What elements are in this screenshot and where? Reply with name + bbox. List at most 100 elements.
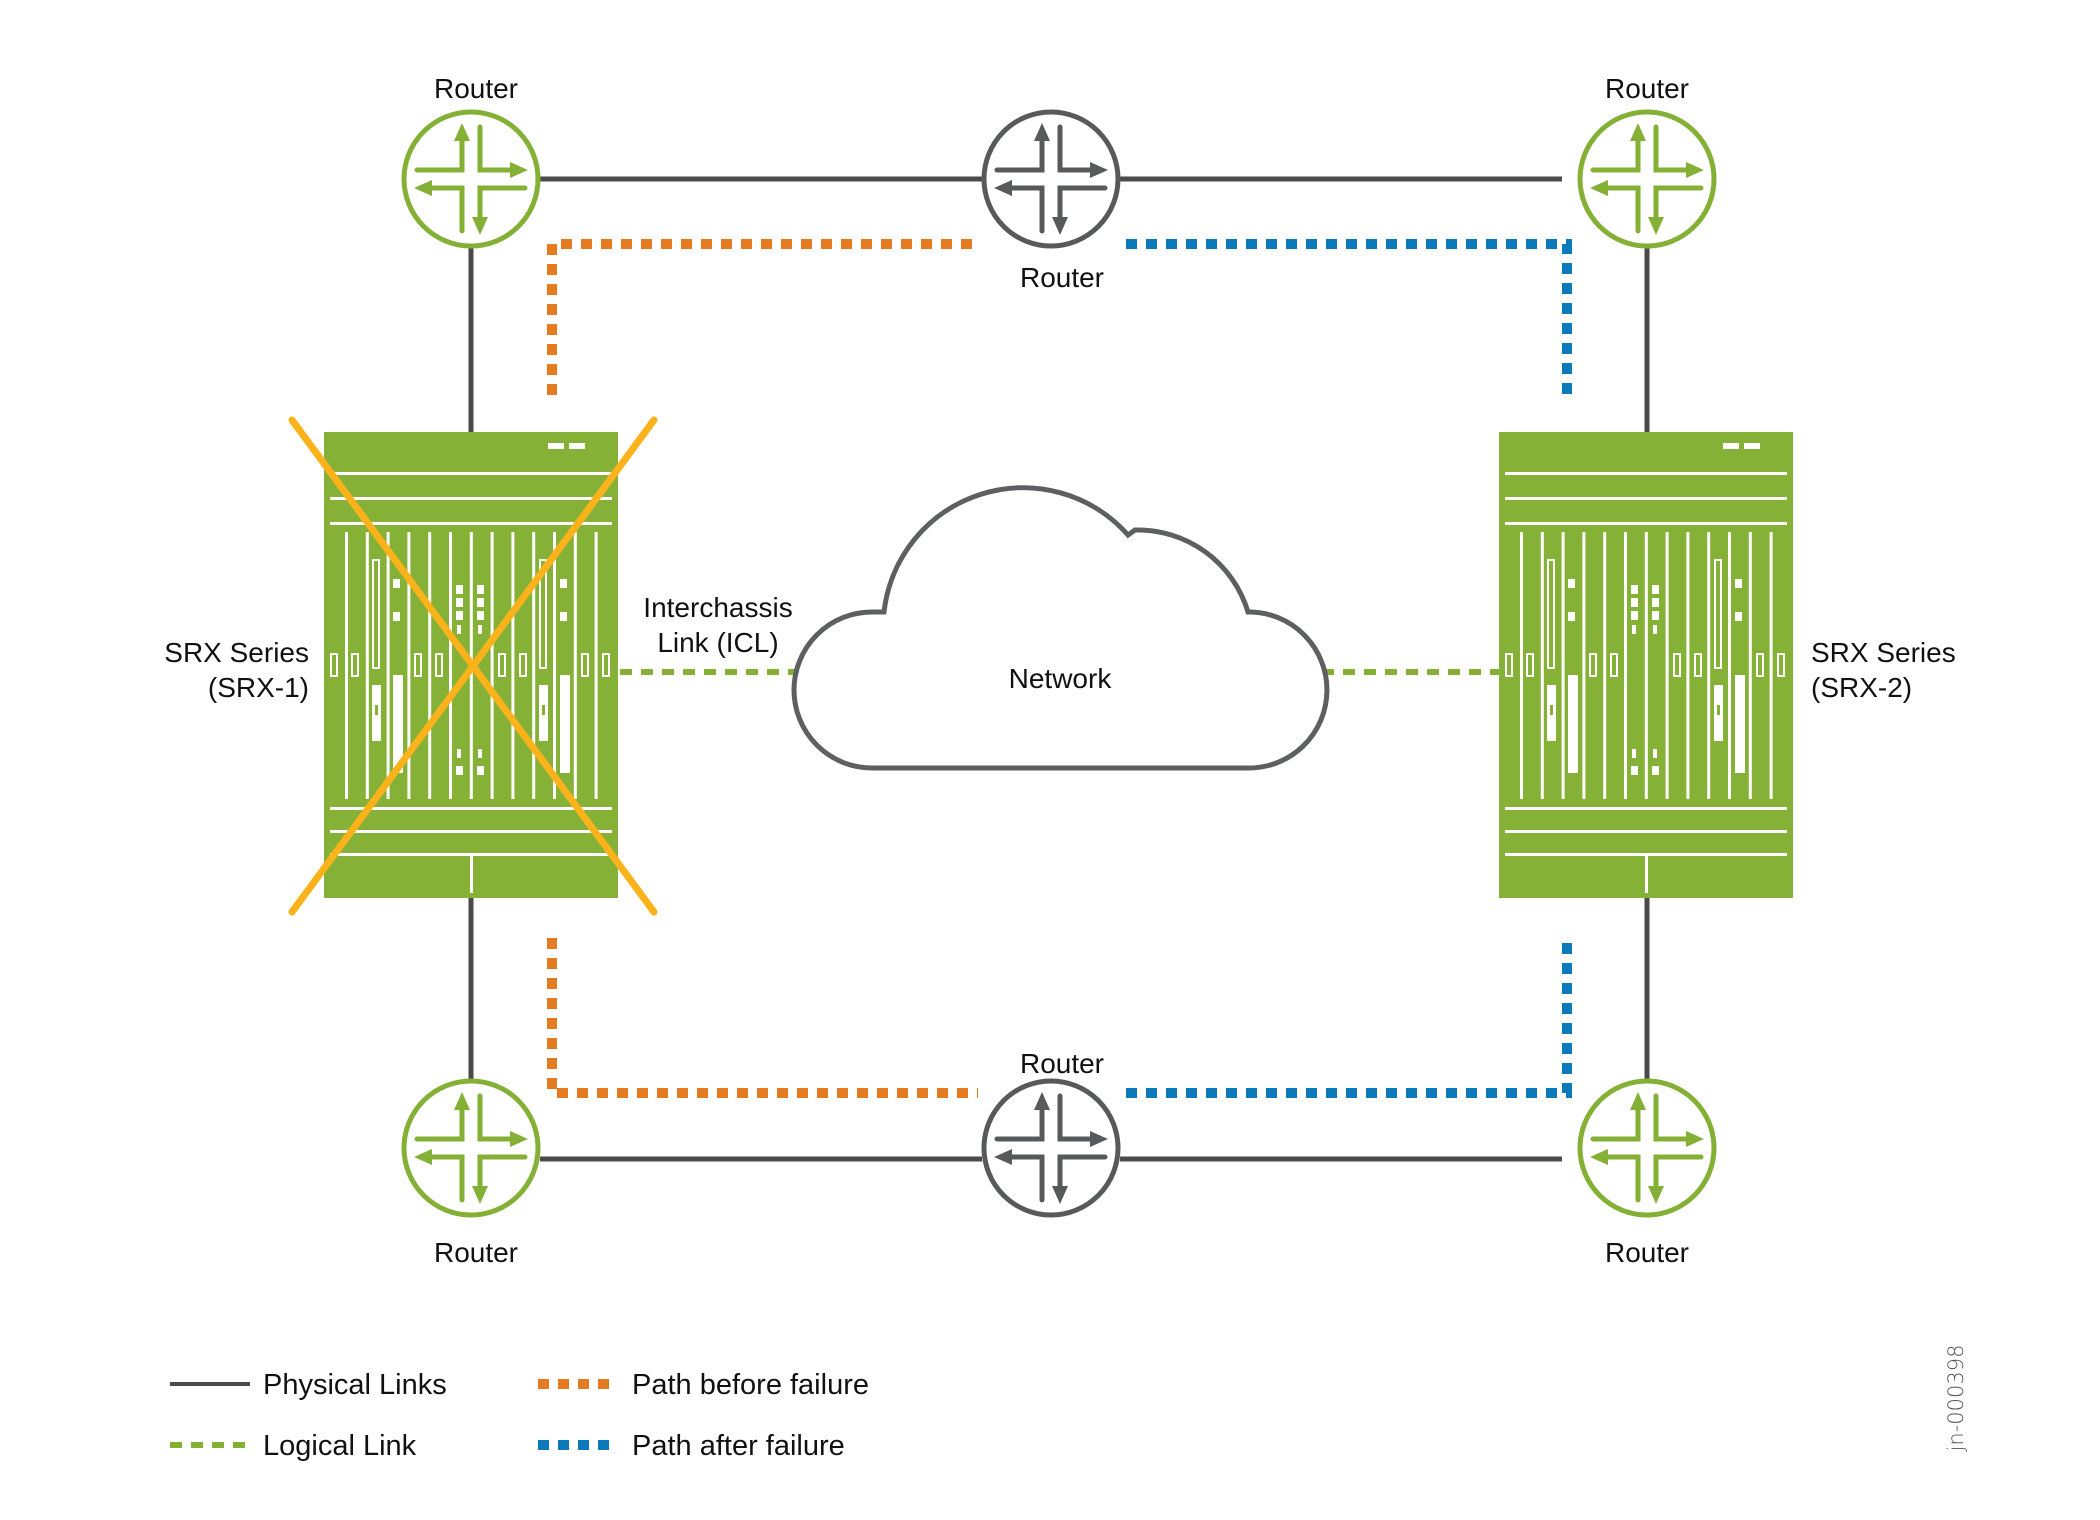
arrow-up (414, 1105, 465, 1142)
arrow-down (1653, 1154, 1704, 1191)
indicator (477, 598, 484, 607)
arrow-right (1653, 124, 1696, 173)
arrow-right (1057, 124, 1100, 173)
cloud-icon: Network (791, 485, 1330, 771)
indicator (1631, 766, 1638, 775)
arrowhead-left (994, 180, 1012, 196)
chassis-rail (1505, 807, 1787, 810)
indicator (1652, 585, 1659, 594)
port (1526, 653, 1534, 677)
slot-divider (1520, 532, 1523, 799)
arrow-left (1598, 185, 1641, 234)
arrow-down (477, 185, 528, 222)
chassis-rail (330, 472, 612, 475)
slot-divider (365, 532, 369, 799)
slot-divider (1769, 532, 1773, 799)
router-bottom-right-icon[interactable] (1577, 1078, 1717, 1218)
card-module-led (1717, 705, 1720, 715)
router-top-right-icon[interactable] (1577, 109, 1717, 249)
icl-label-line2: Link (ICL) (657, 627, 778, 658)
line-card (1568, 675, 1578, 773)
router-top-left-icon[interactable] (401, 109, 541, 249)
srx1-label-line2: (SRX-1) (208, 672, 309, 703)
indicator (1735, 612, 1742, 621)
slot-divider (1686, 532, 1690, 799)
indicator (393, 579, 400, 588)
slot-divider (511, 532, 515, 799)
indicator (1632, 749, 1636, 758)
figure-id: jn-000398 (1944, 1345, 1968, 1453)
status-led (548, 443, 564, 449)
port (330, 653, 338, 677)
arrowhead-right (1090, 162, 1108, 178)
slot-divider (345, 532, 348, 799)
srx2-label-line2: (SRX-2) (1811, 672, 1912, 703)
legend-physical-label: Physical Links (263, 1369, 447, 1401)
slot-divider (1603, 532, 1607, 799)
failure-x-stroke-2 (288, 416, 658, 916)
port (1756, 653, 1764, 677)
arrowhead-up (1630, 123, 1646, 141)
slot-divider (1728, 532, 1731, 799)
port (414, 653, 422, 677)
router-bottom-right-label: Router (1605, 1237, 1689, 1268)
arrow-up (1590, 136, 1641, 173)
slot-divider (553, 532, 556, 799)
slot-divider (1624, 532, 1627, 799)
port (581, 653, 589, 677)
indicator (478, 625, 482, 634)
router-top-center-icon[interactable] (981, 109, 1121, 249)
icl-label-line1: Interchassis (643, 592, 792, 623)
indicator (560, 612, 567, 621)
indicator (560, 579, 567, 588)
chassis-rail (330, 807, 612, 810)
physical-links (468, 176, 1650, 1162)
slot-divider (1707, 532, 1711, 799)
indicator (1653, 749, 1657, 758)
port (1610, 653, 1618, 677)
port (1589, 653, 1597, 677)
card-slot (539, 559, 547, 669)
arrowhead-left (1590, 1149, 1608, 1165)
arrow-up (1590, 1105, 1641, 1142)
legend-logical-label: Logical Link (263, 1430, 417, 1462)
port (351, 653, 359, 677)
router-ring (1577, 109, 1717, 249)
slot-divider (1665, 532, 1669, 799)
failure-x-icon (288, 416, 658, 916)
router-bottom-center-label: Router (1020, 1048, 1104, 1079)
srx1-label-line1: SRX Series (164, 637, 309, 668)
indicator (1652, 598, 1659, 607)
line-card (393, 675, 403, 773)
line-card (560, 675, 570, 773)
card-module-led (375, 705, 378, 715)
arrowhead-left (1590, 180, 1608, 196)
arrow-right (1653, 1093, 1696, 1142)
legend-before-label: Path before failure (632, 1369, 869, 1401)
status-led (1723, 443, 1739, 449)
arrowhead-right (510, 162, 528, 178)
arrowhead-down (472, 217, 488, 235)
arrowhead-right (510, 1131, 528, 1147)
arrowhead-down (1052, 217, 1068, 235)
router-bottom-left-icon[interactable] (401, 1078, 541, 1218)
arrowhead-down (1648, 1186, 1664, 1204)
slot-divider (1644, 532, 1648, 799)
chassis-rail (1505, 472, 1787, 475)
chassis-rail (330, 522, 612, 525)
slot-divider (449, 532, 452, 799)
arrow-left (1002, 185, 1045, 234)
arrow-right (477, 1093, 520, 1142)
chassis-rail (330, 853, 612, 856)
chassis-divider (1645, 855, 1648, 893)
chassis-rail (1505, 497, 1787, 500)
router-bottom-center-icon[interactable] (981, 1078, 1121, 1218)
port (519, 653, 527, 677)
router-top-left-label: Router (434, 73, 518, 104)
chassis-rail (1505, 853, 1787, 856)
router-bottom-left-label: Router (434, 1237, 518, 1268)
path-before-failure-top (547, 239, 978, 395)
arrowhead-right (1090, 1131, 1108, 1147)
srx2-chassis[interactable] (1499, 432, 1793, 898)
arrowhead-down (1648, 217, 1664, 235)
